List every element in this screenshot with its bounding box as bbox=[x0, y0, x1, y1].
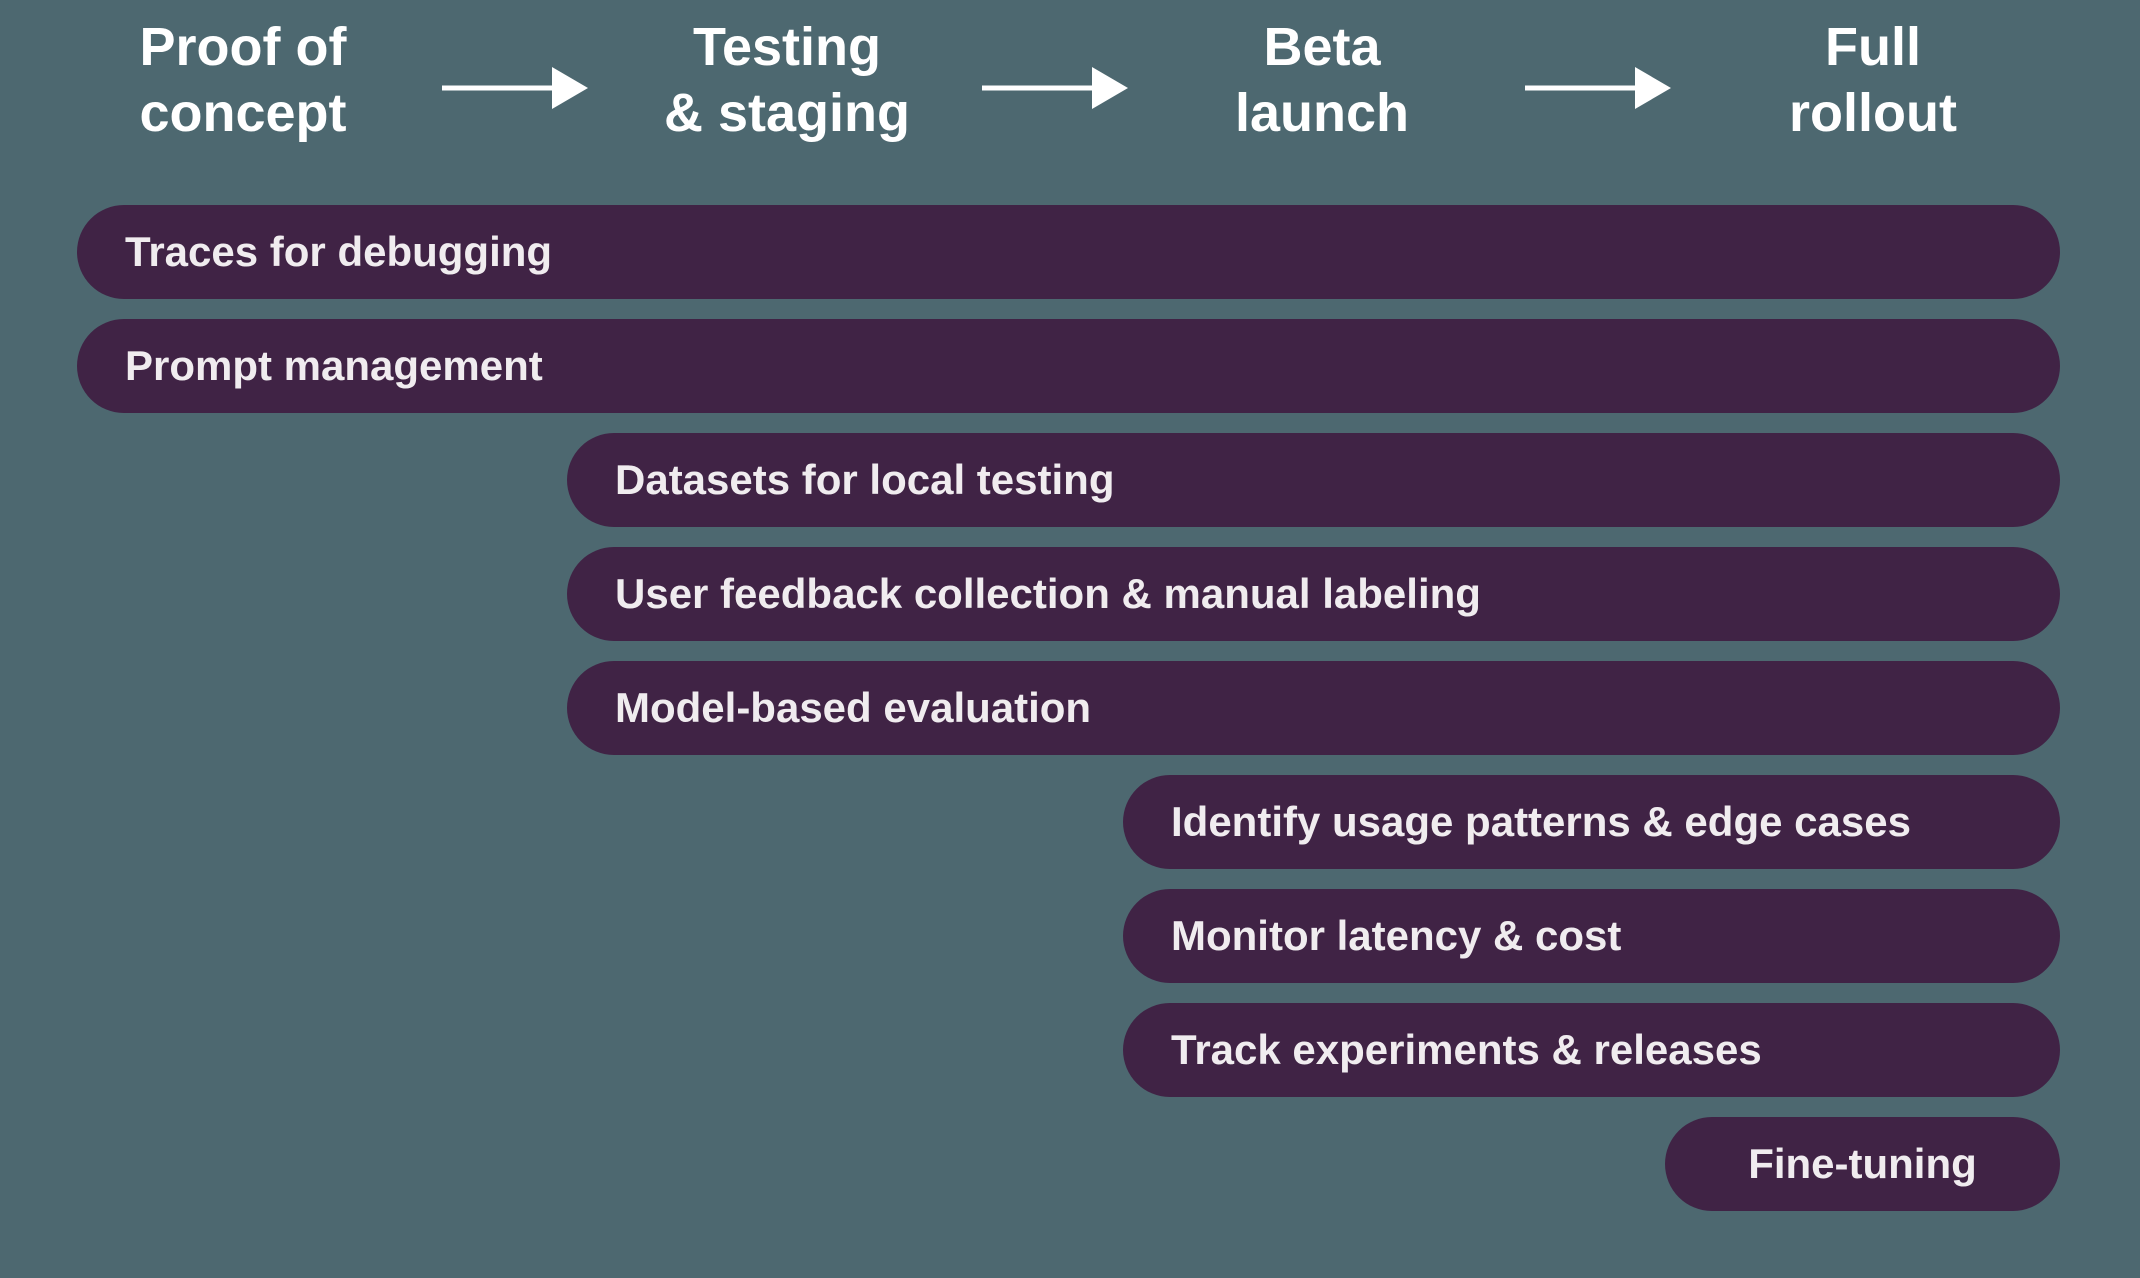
bar-prompt-management: Prompt management bbox=[77, 319, 2060, 413]
bar-identify-usage-patterns-and-edge-cases: Identify usage patterns & edge cases bbox=[1123, 775, 2060, 869]
bar-fine-tuning: Fine-tuning bbox=[1665, 1117, 2060, 1211]
bar-traces-for-debugging: Traces for debugging bbox=[77, 205, 2060, 299]
stage-label-full-rollout: Full rollout bbox=[1789, 17, 1957, 143]
stage-label-testing-and-staging: Testing & staging bbox=[663, 17, 911, 143]
bar-user-feedback-collection-and-manual-labeling: User feedback collection & manual labeli… bbox=[567, 547, 2060, 641]
flow-arrow-icon bbox=[1523, 63, 1673, 118]
bar-model-based-evaluation: Model-based evaluation bbox=[567, 661, 2060, 755]
stage-label-beta-launch: Beta launch bbox=[1234, 17, 1410, 143]
stage-label-proof-of-concept: Proof of concept bbox=[139, 17, 347, 143]
flow-arrow-icon bbox=[440, 63, 590, 118]
bar-datasets-for-local-testing: Datasets for local testing bbox=[567, 433, 2060, 527]
bar-monitor-latency-and-cost: Monitor latency & cost bbox=[1123, 889, 2060, 983]
flow-arrow-icon bbox=[980, 63, 1130, 118]
bar-track-experiments-and-releases: Track experiments & releases bbox=[1123, 1003, 2060, 1097]
